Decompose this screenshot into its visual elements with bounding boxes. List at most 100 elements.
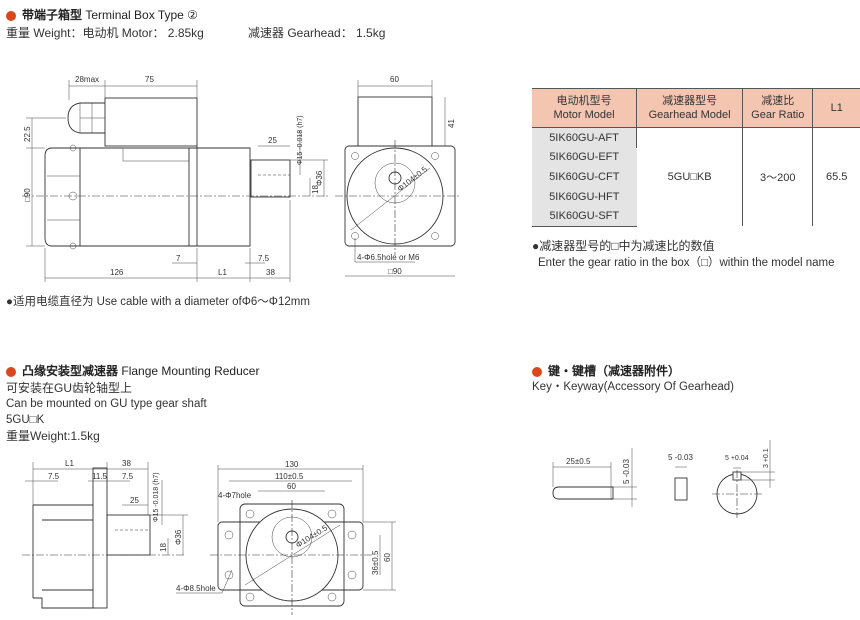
flange-dim-110: 110±0.5 [275,472,304,481]
section-bullet-icon [532,367,542,377]
section2-title: 凸缘安装型减速器 Flange Mounting Reducer [22,365,259,378]
motor-model-cell: 5IK60GU-SFT [532,206,637,227]
table-row: 5IK60GU-EFT [532,147,860,168]
dim-holes: 4-Φ6.5hole or M6 [357,253,420,262]
flange-dim-holes85: 4-Φ8.5hole [176,584,216,593]
cable-note: ●适用电缆直径为 Use cable with a diameter ofΦ6～… [6,296,310,308]
key-keyway-drawing: 25±0.5 5 -0.03 5 -0.03 3 +0.1 5 +0.04 [552,440,775,518]
drawing-line [69,242,77,250]
motor-model-cell: 5IK60GU-EFT [532,147,637,168]
gearhead-weight: 减速器 Gearhead： 1.5kg [248,26,386,40]
flange-dim-7-5a: 7.5 [48,472,60,481]
motor-model-cell: 5IK60GU-AFT [532,127,638,148]
terminal-box-side-view: 28max 75 22.5 □90 126 L1 38 7 7.5 25 Φ15… [22,75,330,282]
table-row: 5IK60GU-AFT 5GU□KB 3～200 65.5 [532,127,860,227]
drawing-line [250,159,291,198]
drawing-line [245,509,255,519]
dim-7-5: 7.5 [258,254,270,263]
flange-line2: Can be mounted on GU type gear shaft [6,398,207,410]
flange-dim-18: 18 [159,543,168,552]
drawing-line [327,592,337,602]
drawing-line [357,96,433,147]
table-row: 5IK60GU-HFT [532,186,860,207]
key-dim-5a: 5 -0.03 [622,459,631,484]
gearhead-model-cell: 5GU□KB [636,127,744,227]
dim-28max: 28max [75,75,99,84]
drawing-line [32,504,93,609]
gear-ratio-cell: 3～200 [742,127,814,227]
mounting-hole-icon [224,509,357,602]
flange-line4: 重量Weight:1.5kg [6,429,100,443]
dim-41: 41 [447,119,456,128]
dim-38: 38 [266,268,275,277]
section1-title-cn: 带端子箱型 [22,8,83,22]
dim-126: 126 [110,268,124,277]
drawing-line [92,467,108,609]
dim-sq90: □90 [388,267,402,276]
flange-side-view: L1 38 7.5 11.5 7.5 25 Φ15 -0.018 (h7) 18… [22,459,188,609]
key-dim-5b: 5 -0.03 [668,453,693,462]
drawing-line [327,509,337,519]
dim-90sq: □90 [23,188,32,202]
drawing-line [221,569,233,594]
flange-dim-11-5: 11.5 [92,472,108,481]
flange-dim-holes7: 4-Φ7hole [218,491,252,500]
section1-title-en: Terminal Box Type ② [85,8,198,22]
drawing-line [224,530,234,540]
header-l1: L1 [812,88,860,128]
section3-subtitle: Key・Keyway(Accessory Of Gearhead) [532,381,734,393]
flange-dim-7-5b: 7.5 [122,472,134,481]
table-note-cn: ●减速器型号的□中为减速比的数值 [532,239,715,253]
drawing-line [347,570,357,580]
flange-dim-130: 130 [285,460,299,469]
section1-title: 带端子箱型 Terminal Box Type ② [22,9,198,22]
flange-dim-60: 60 [287,482,296,491]
section2-title-cn: 凸缘安装型减速器 [22,364,119,378]
motor-weight: 重量 Weight：电动机 Motor： 2.85kg [6,26,204,40]
dim-22-5: 22.5 [23,126,32,142]
flange-line1: 可安装在GU齿轮轴型上 [6,381,133,395]
drawing-line [350,167,431,231]
motor-model-cell: 5IK60GU-CFT [532,167,637,187]
drawing-line [347,530,357,540]
dim-60: 60 [390,75,399,84]
keyway-dim-3: 3 +0.1 [763,448,770,468]
drawing-line [104,97,198,147]
flange-dim-phi15: Φ15 -0.018 (h7) [153,472,160,522]
section-bullet-icon [6,11,16,21]
key-dim-25: 25±0.5 [566,457,591,466]
drawing-line [674,477,688,501]
l1-cell: 65.5 [825,171,848,184]
dim-phi36: Φ36 [315,170,324,186]
flange-dim-36: 36±0.5 [371,550,380,575]
dim-l1: L1 [218,268,227,277]
flange-dim-phi36: Φ36 [174,529,183,545]
section-bullet-icon [6,367,16,377]
dim-7: 7 [176,254,181,263]
motor-model-cell: 5IK60GU-HFT [532,186,637,207]
table-note-en: Enter the gear ratio in the box（□）within… [538,257,835,269]
section3-title: 键・键槽（减速器附件） [548,364,681,378]
drawing-line [224,570,234,580]
flange-line3: 5GU□K [6,414,45,426]
terminal-box-front-view: Φ104±0.5 60 41 4-Φ6.5hole or M6 □90 [335,75,460,277]
flange-dim-25: 25 [130,496,139,505]
flange-dim-60v: 60 [383,553,392,562]
drawing-line [69,144,77,152]
drawing-line [244,524,341,586]
keyway-dim-5: 5 +0.04 [725,455,749,462]
flange-dim-l1: L1 [65,459,74,468]
flange-front-view: Φ104±0.5 130 110±0.5 60 4-Φ7hole 36±0.5 … [176,460,396,615]
dim-phi15: Φ15 -0.018 (h7) [297,115,304,165]
drawing-line [106,514,151,556]
flange-dim-38: 38 [122,459,131,468]
section2-title-en: Flange Mounting Reducer [121,364,260,378]
drawing-line [245,592,255,602]
drawing-line [431,232,439,240]
